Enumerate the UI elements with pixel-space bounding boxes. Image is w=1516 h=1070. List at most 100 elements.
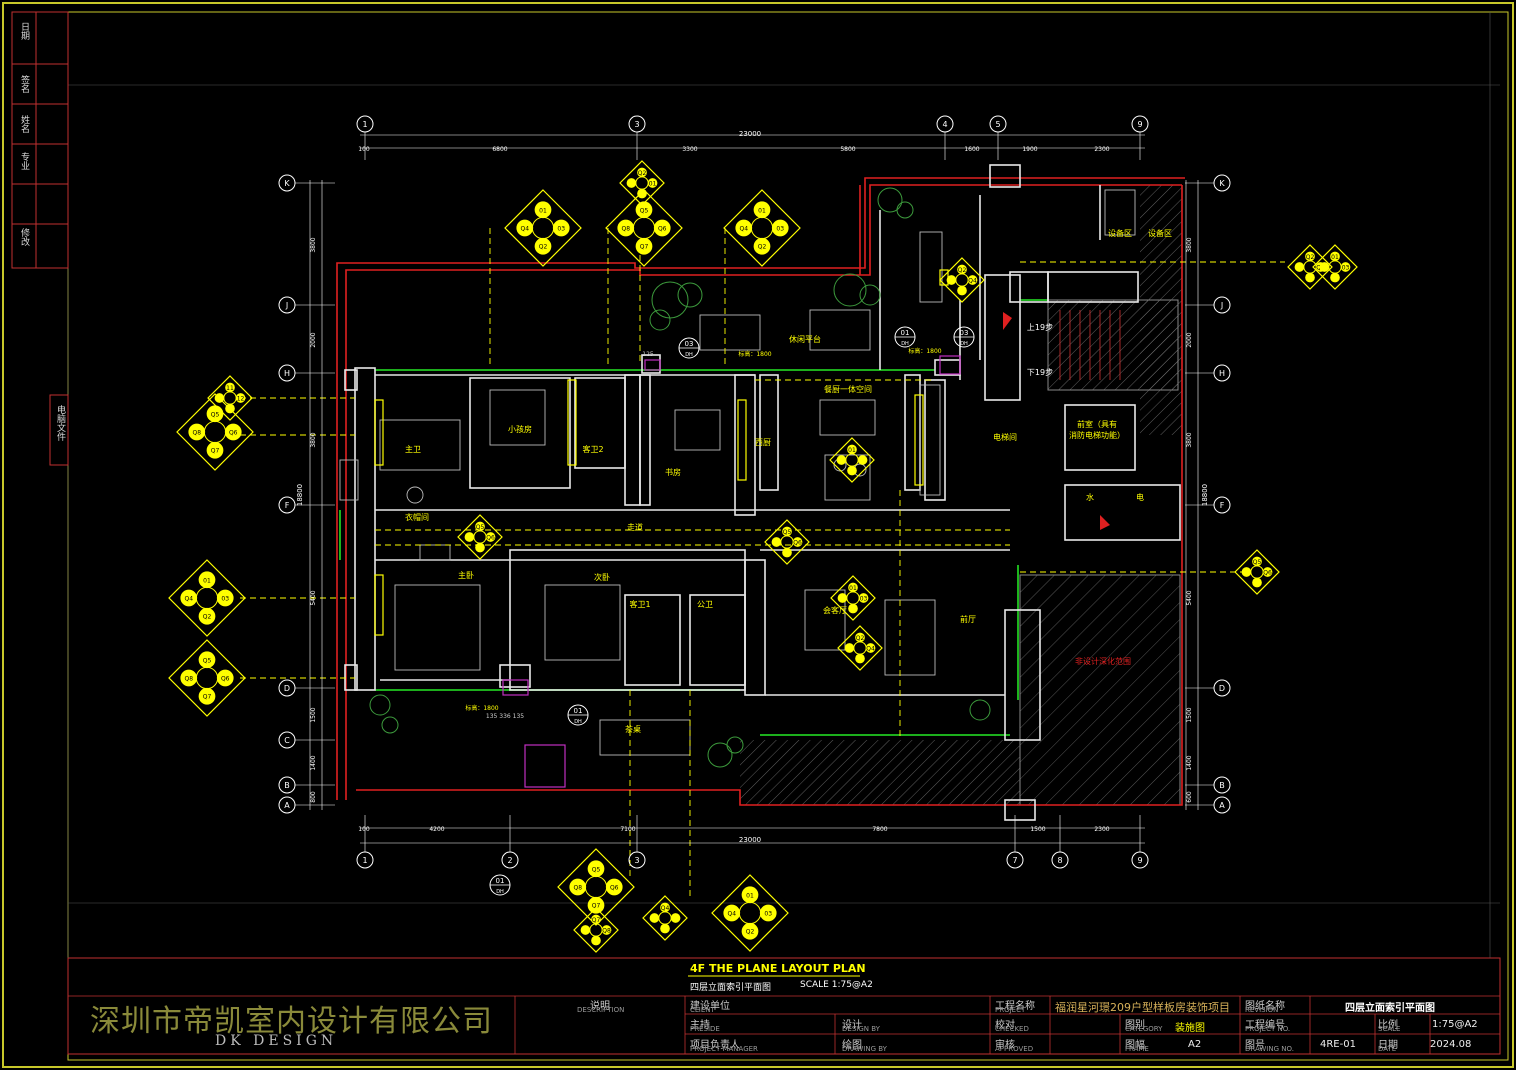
room-label: 次卧	[594, 572, 610, 582]
sidebar-label-discipline: 专业	[19, 152, 29, 170]
diamond-center	[845, 453, 859, 467]
diamond-bubble	[569, 878, 587, 896]
dim-label-left: 1400	[310, 755, 317, 770]
dim-label-right: 3800	[1186, 237, 1193, 252]
room-label: 书房	[665, 467, 681, 477]
diamond-bubble	[224, 423, 242, 441]
diamond-tag: Q4	[184, 596, 193, 603]
axis-label-bottom: 8	[1057, 856, 1062, 865]
tb-approved-header: 审核	[995, 1040, 1015, 1051]
diamond-bubble	[670, 913, 681, 923]
diamond-tag: Q6	[658, 226, 667, 233]
tb-project-value: 福润星河璟209户型样板房装饰项目	[1055, 1001, 1230, 1014]
diamond-center	[584, 875, 608, 899]
dim-label-left: 3800	[310, 432, 317, 447]
diamond-outline	[168, 559, 246, 637]
dim-label-left: 1500	[310, 707, 317, 722]
axis-label-right: K	[1219, 179, 1225, 188]
diamond-bubble	[188, 423, 206, 441]
diamond-bubble	[552, 219, 570, 237]
section-marker-label: 01	[496, 877, 505, 885]
diamond-bubble	[847, 465, 857, 476]
room-label-part-a: 前室（具有	[1077, 419, 1117, 429]
diamond-bubble	[580, 925, 591, 935]
dim-label-top: 1900	[1022, 146, 1037, 153]
diamond-bubble	[844, 643, 855, 653]
dim-label-left: 3800	[310, 237, 317, 252]
dim-label-right: 600	[1186, 791, 1193, 803]
room-label-part-b: 消防电梯功能）	[1069, 430, 1125, 440]
room-label: 下19步	[1027, 368, 1053, 377]
diamond-bubble	[946, 275, 957, 285]
sidebar-label-sign: 签名	[19, 75, 29, 93]
diamond-tag: Q4	[739, 226, 748, 233]
diamond-outline	[605, 189, 683, 267]
section-marker-label: 01	[901, 329, 910, 337]
diamond-bubble	[198, 607, 216, 625]
diamond-center	[1303, 260, 1317, 274]
diamond-center	[780, 535, 794, 549]
section-marker-sub: DH	[960, 341, 968, 347]
tb-draw-sub: DRAWING BY	[842, 1045, 887, 1053]
tb-date-value: 2024.08	[1430, 1039, 1472, 1050]
diamond-tag: Q6	[1263, 570, 1272, 577]
diamond-bubble	[836, 455, 847, 465]
company-name: 深圳市帝凯室内设计有限公司	[90, 1004, 493, 1039]
diamond-bubble	[1330, 272, 1340, 283]
axis-label-left: F	[285, 501, 290, 510]
dim-total-bottom-label: 23000	[739, 836, 761, 844]
room-label: 客卫1	[629, 599, 650, 609]
axis-label-right: D	[1219, 684, 1225, 693]
dim-label-left: 2000	[310, 332, 317, 347]
diamond-bubble	[1252, 556, 1262, 567]
dim-label-bottom: 7800	[872, 826, 887, 833]
tb-approved-sub: APPROVED	[995, 1045, 1034, 1053]
diamond-bubble	[587, 896, 605, 914]
diamond-bubble	[216, 589, 234, 607]
diamond-bubble	[753, 237, 771, 255]
diamond-center	[853, 641, 867, 655]
axis-label-left: D	[284, 684, 290, 693]
tb-frame-value: A2	[1188, 1039, 1202, 1050]
diamond-tag: Q8	[573, 885, 582, 892]
dim-label-top: 2300	[1094, 146, 1109, 153]
diamond-tag: Q6	[793, 540, 802, 547]
diamond-tag: Q7	[592, 917, 601, 924]
room-label: 设备区	[1148, 228, 1172, 238]
diamond-tag: Q6	[229, 430, 238, 437]
tb-notes-sub: DESCRIPTION	[577, 1006, 625, 1014]
revision-table	[11, 11, 69, 466]
room-label: 餐厨一体空间	[824, 384, 872, 394]
room-label: 非设计深化范围	[1075, 656, 1131, 666]
diamond-tag: Q4	[727, 911, 736, 918]
diamond-bubble	[626, 178, 637, 188]
diamond-tag: Q6	[221, 676, 230, 683]
diamond-tag: 01	[203, 577, 211, 584]
axis-label-right: A	[1219, 801, 1225, 810]
room-label: 主卧	[458, 570, 474, 580]
diamond-tag: Q8	[192, 430, 201, 437]
tb-dwgno-sub: DRAWING NO.	[1245, 1045, 1294, 1053]
axis-label-left: B	[284, 781, 290, 790]
tb-president-sub: PRESIDE	[690, 1025, 720, 1033]
diamond-center	[955, 273, 969, 287]
diamond-center	[203, 420, 227, 444]
diamond-tag: 01	[758, 207, 766, 214]
diamond-bubble	[858, 593, 869, 603]
diamond-tag: Q2	[758, 244, 767, 251]
diamond-tag: 01	[649, 181, 657, 188]
diamond-bubble	[1319, 262, 1330, 272]
tb-date-header: 日期	[1378, 1040, 1398, 1051]
diamond-bubble	[782, 547, 792, 558]
diamond-outline	[1287, 244, 1333, 290]
diamond-tag: Q7	[592, 903, 601, 910]
diamond-center	[750, 216, 774, 240]
diamond-tag: Q2	[638, 170, 647, 177]
